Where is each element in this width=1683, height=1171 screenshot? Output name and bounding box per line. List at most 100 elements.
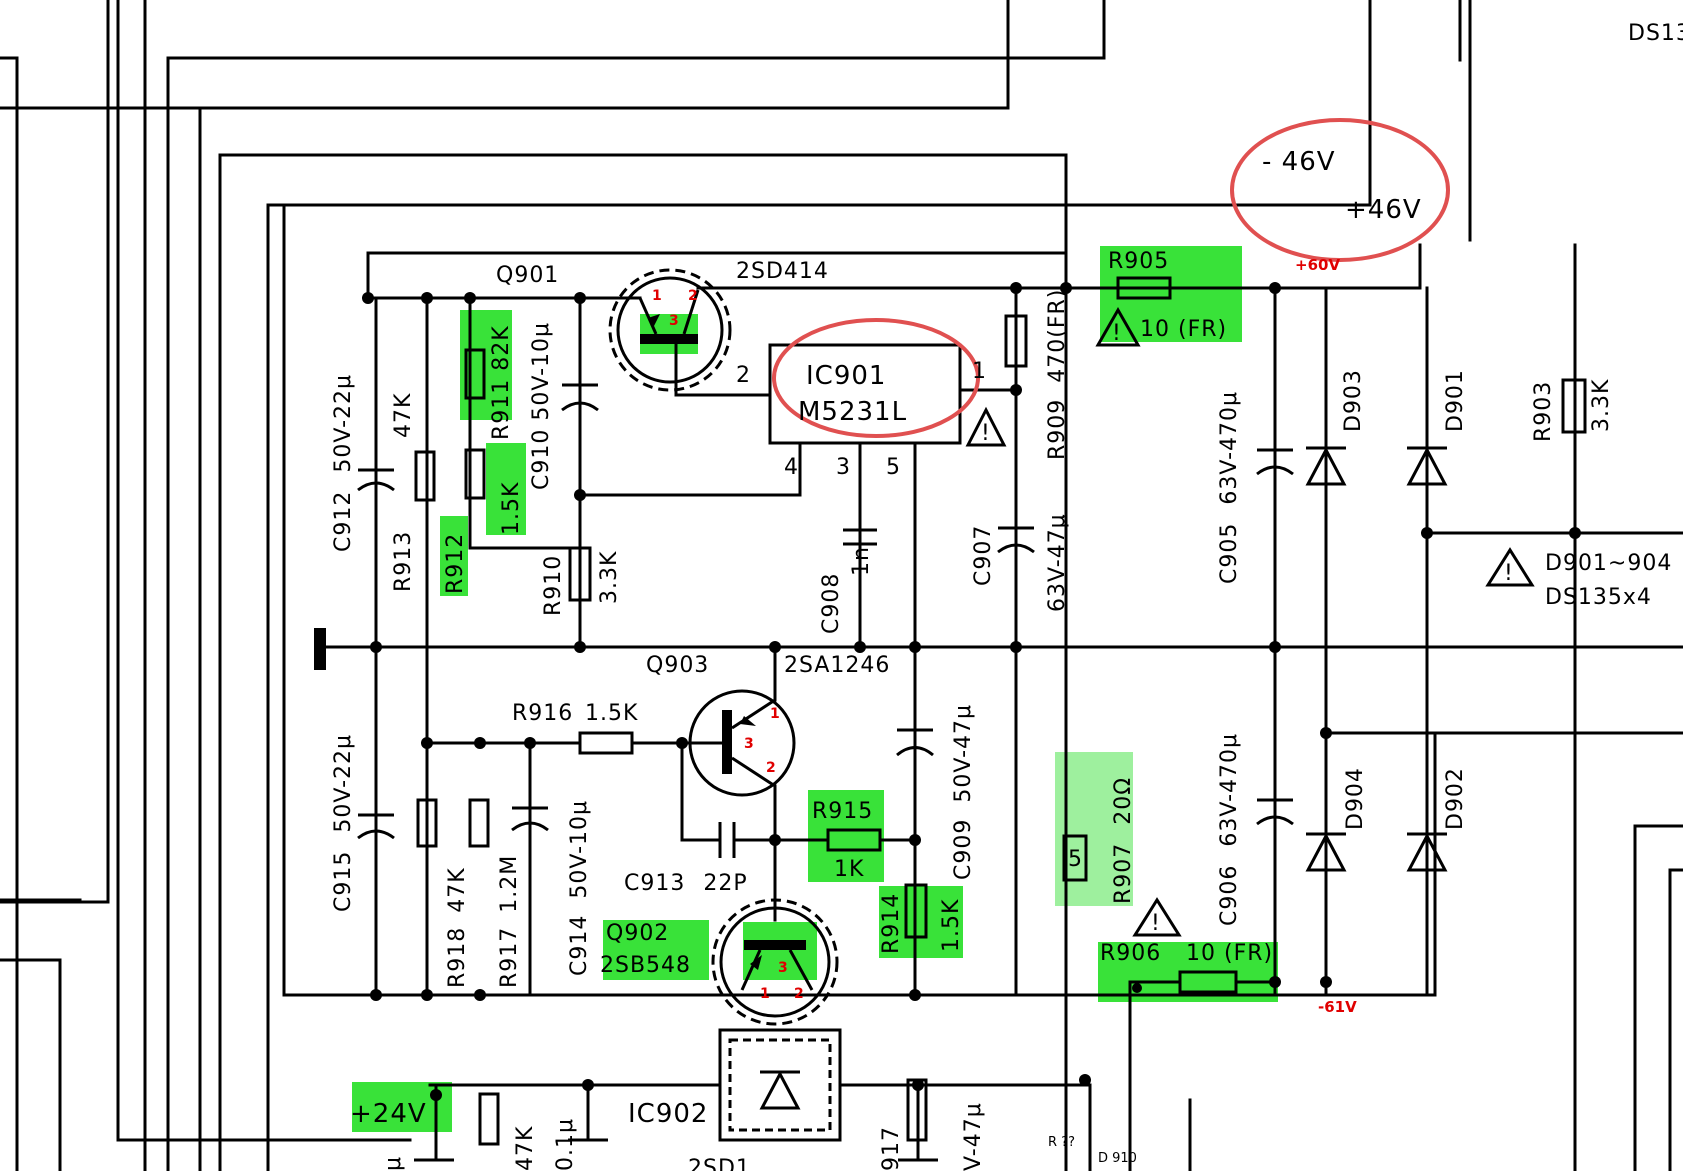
- d904-label: D904: [1343, 767, 1368, 830]
- q903-pin3: 3: [744, 736, 754, 752]
- r906-value: 10 (FR): [1186, 941, 1273, 966]
- c906-value: 63V-470μ: [1217, 733, 1242, 847]
- q903-pin2: 2: [766, 760, 776, 776]
- q902-symbol: [711, 898, 839, 1026]
- ic901-pin1: 1: [972, 359, 987, 384]
- resistors-vertical: [414, 314, 1587, 1146]
- minus46-label: - 46V: [1262, 147, 1336, 177]
- warning-icon: !: [1095, 306, 1141, 347]
- c905-ref: C905: [1217, 523, 1242, 584]
- c914-label: C914 50V-10μ: [567, 800, 592, 976]
- q901-pin1: 1: [652, 288, 662, 304]
- r911-value: 82K: [489, 325, 514, 370]
- r907-mark: 5: [1068, 847, 1083, 872]
- ic901-pin3: 3: [836, 455, 851, 480]
- labels: DS13 - 46V +46V +60V -61V +24V Q901 2SD4…: [350, 21, 1683, 1171]
- q903-symbol: [682, 645, 796, 922]
- c-bottom3-value: μ: [381, 1156, 406, 1171]
- r918-label: R918 47K: [445, 867, 470, 988]
- c908-value: 1n: [849, 546, 874, 576]
- plus24-label: +24V: [350, 1099, 427, 1129]
- c910-label: C910 50V-10μ: [529, 322, 554, 490]
- q902-pin3: 3: [778, 960, 788, 976]
- c915-value: 50V-22μ: [331, 734, 356, 833]
- r917-value: 1.2M: [497, 855, 522, 913]
- d901-note-line1: D901~904: [1545, 551, 1672, 576]
- c915-label: C915 50V-22μ: [331, 734, 356, 912]
- c-bottom1-value: 0.1μ: [553, 1118, 578, 1171]
- c909-label: C909 50V-47μ: [951, 704, 976, 880]
- q903-part: 2SA1246: [784, 653, 890, 678]
- r910-ref: R910: [541, 555, 566, 616]
- r916-ref: R916: [512, 701, 573, 726]
- c913-ref: C913: [624, 871, 685, 896]
- svg-text:!: !: [1151, 911, 1161, 936]
- r-unknown-label: R ??: [1048, 1135, 1075, 1150]
- c915-ref: C915: [331, 851, 356, 912]
- rail-voltage-ellipse: [1230, 118, 1450, 262]
- c-bottom2-value: V-47μ: [961, 1102, 986, 1171]
- ic901-ellipse: [772, 318, 980, 438]
- ic901-block: [468, 343, 1018, 997]
- c906-label: C906 63V-470μ: [1217, 733, 1242, 926]
- warning-icon: !: [1132, 897, 1182, 937]
- warning-icon: !: [1485, 547, 1535, 587]
- q901-symbol: [608, 268, 732, 392]
- c910-value: 50V-10μ: [529, 322, 554, 421]
- plus46-label: +46V: [1345, 195, 1422, 225]
- r914-ref: R914: [879, 893, 904, 954]
- minus61-label: -61V: [1318, 998, 1357, 1016]
- svg-text:!: !: [1112, 321, 1122, 346]
- r918-ref: R918: [445, 927, 470, 988]
- r907-value: 20Ω: [1111, 777, 1136, 825]
- r912-value: 1.5K: [499, 482, 524, 535]
- r915-value: 1K: [834, 857, 864, 882]
- r913-value: 47K: [391, 393, 416, 438]
- r912-ref: R912: [443, 533, 468, 594]
- r911-label: R911 82K: [489, 325, 514, 440]
- bottom-part-partial: 2SD1: [688, 1156, 751, 1171]
- d903-label: D903: [1341, 369, 1366, 432]
- q901-pin2: 2: [688, 288, 698, 304]
- q901-part: 2SD414: [736, 259, 829, 284]
- ic901-part: M5231L: [798, 397, 907, 427]
- warning-icon: !: [965, 406, 1007, 447]
- d902-label: D902: [1443, 767, 1468, 830]
- r-bottom2-ref: 917: [879, 1126, 904, 1171]
- r909-ref: R909: [1045, 399, 1070, 460]
- r918-value: 47K: [445, 867, 470, 912]
- r915-ref: R915: [812, 799, 873, 824]
- ic902-ref: IC902: [628, 1099, 708, 1129]
- ic902-symbol: [428, 980, 1132, 1171]
- ic901-ref: IC901: [806, 361, 886, 391]
- d910-label: D 910: [1098, 1151, 1137, 1166]
- r903-value: 3.3K: [1589, 379, 1614, 432]
- c907-ref: C907: [971, 525, 996, 586]
- r911-ref: R911: [489, 379, 514, 440]
- r909-value: 470(FR): [1045, 289, 1070, 383]
- plus60-label: +60V: [1295, 256, 1340, 274]
- rotated-labels: C912 50V-22μ 47K R913 R911 82K C910 50V-…: [331, 289, 1614, 1171]
- c914-ref: C914: [567, 915, 592, 976]
- c905-value: 63V-470μ: [1217, 391, 1242, 505]
- q902-part: 2SB548: [600, 953, 691, 978]
- c905-label: C905 63V-470μ: [1217, 391, 1242, 584]
- c912-value: 50V-22μ: [331, 374, 356, 473]
- ic901-pin5: 5: [886, 455, 901, 480]
- q903-ref: Q903: [646, 653, 709, 678]
- ic901-pin2: 2: [736, 363, 751, 388]
- r909-label: R909 470(FR): [1045, 289, 1070, 460]
- r905-ref: R905: [1108, 249, 1169, 274]
- diodes: [1305, 446, 1448, 872]
- r906-ref: R906: [1100, 941, 1161, 966]
- svg-text:!: !: [981, 421, 991, 446]
- capacitors: [357, 383, 1294, 1162]
- c913-value: 22P: [703, 871, 747, 896]
- q901-ref: Q901: [496, 263, 559, 288]
- c909-value: 50V-47μ: [951, 704, 976, 803]
- q903-pin1: 1: [770, 706, 780, 722]
- r907-ref: R907: [1111, 843, 1136, 904]
- r917-label: R917 1.2M: [497, 855, 522, 988]
- ic901-pin4: 4: [784, 455, 799, 480]
- r910-value: 3.3K: [597, 551, 622, 604]
